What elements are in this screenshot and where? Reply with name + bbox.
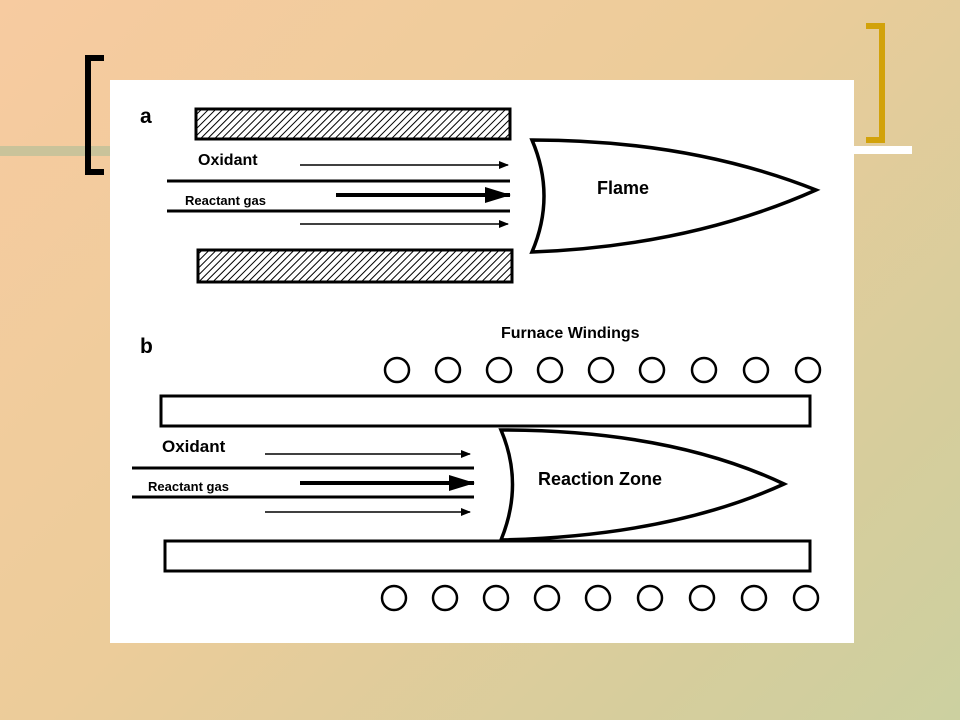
winding-circle — [533, 584, 561, 612]
winding-circle — [434, 356, 462, 384]
left-bracket-icon — [85, 55, 104, 175]
panel-a-reactant-label: Reactant gas — [185, 193, 266, 208]
accent-line-left — [0, 146, 120, 156]
panel-a-oxidant-label: Oxidant — [198, 152, 258, 169]
reactor-diagram: a Oxidant Reactant gas Flame b Furnace W… — [132, 105, 822, 612]
furnace-tube-top — [159, 394, 812, 428]
panel-b-oxidant-label: Oxidant — [162, 437, 226, 456]
winding-circle — [536, 356, 564, 384]
diagram-panel: a Oxidant Reactant gas Flame b Furnace W… — [110, 80, 854, 643]
furnace-windings-label: Furnace Windings — [501, 325, 640, 342]
windings-bottom — [380, 584, 820, 612]
accent-line-right — [850, 146, 912, 154]
winding-circle — [742, 356, 770, 384]
reaction-zone-shape — [498, 428, 789, 542]
winding-circle — [584, 584, 612, 612]
winding-circle — [638, 356, 666, 384]
winding-circle — [794, 356, 822, 384]
winding-circle — [792, 584, 820, 612]
winding-circle — [636, 584, 664, 612]
hatched-wall-bottom — [196, 248, 514, 284]
winding-circle — [383, 356, 411, 384]
panel-b-label: b — [140, 335, 153, 358]
winding-circle — [688, 584, 716, 612]
flame-shape — [529, 138, 821, 254]
panel-b-reactant-label: Reactant gas — [148, 479, 229, 494]
furnace-tube-bottom — [163, 539, 812, 573]
winding-circle — [431, 584, 459, 612]
flame-label: Flame — [597, 178, 649, 198]
hatched-wall-top — [194, 107, 512, 141]
windings-top — [383, 356, 822, 384]
right-bracket-icon — [866, 23, 885, 143]
winding-circle — [380, 584, 408, 612]
winding-circle — [690, 356, 718, 384]
winding-circle — [587, 356, 615, 384]
winding-circle — [482, 584, 510, 612]
panel-a-label: a — [140, 105, 152, 128]
winding-circle — [485, 356, 513, 384]
winding-circle — [740, 584, 768, 612]
reaction-zone-label: Reaction Zone — [538, 469, 662, 489]
